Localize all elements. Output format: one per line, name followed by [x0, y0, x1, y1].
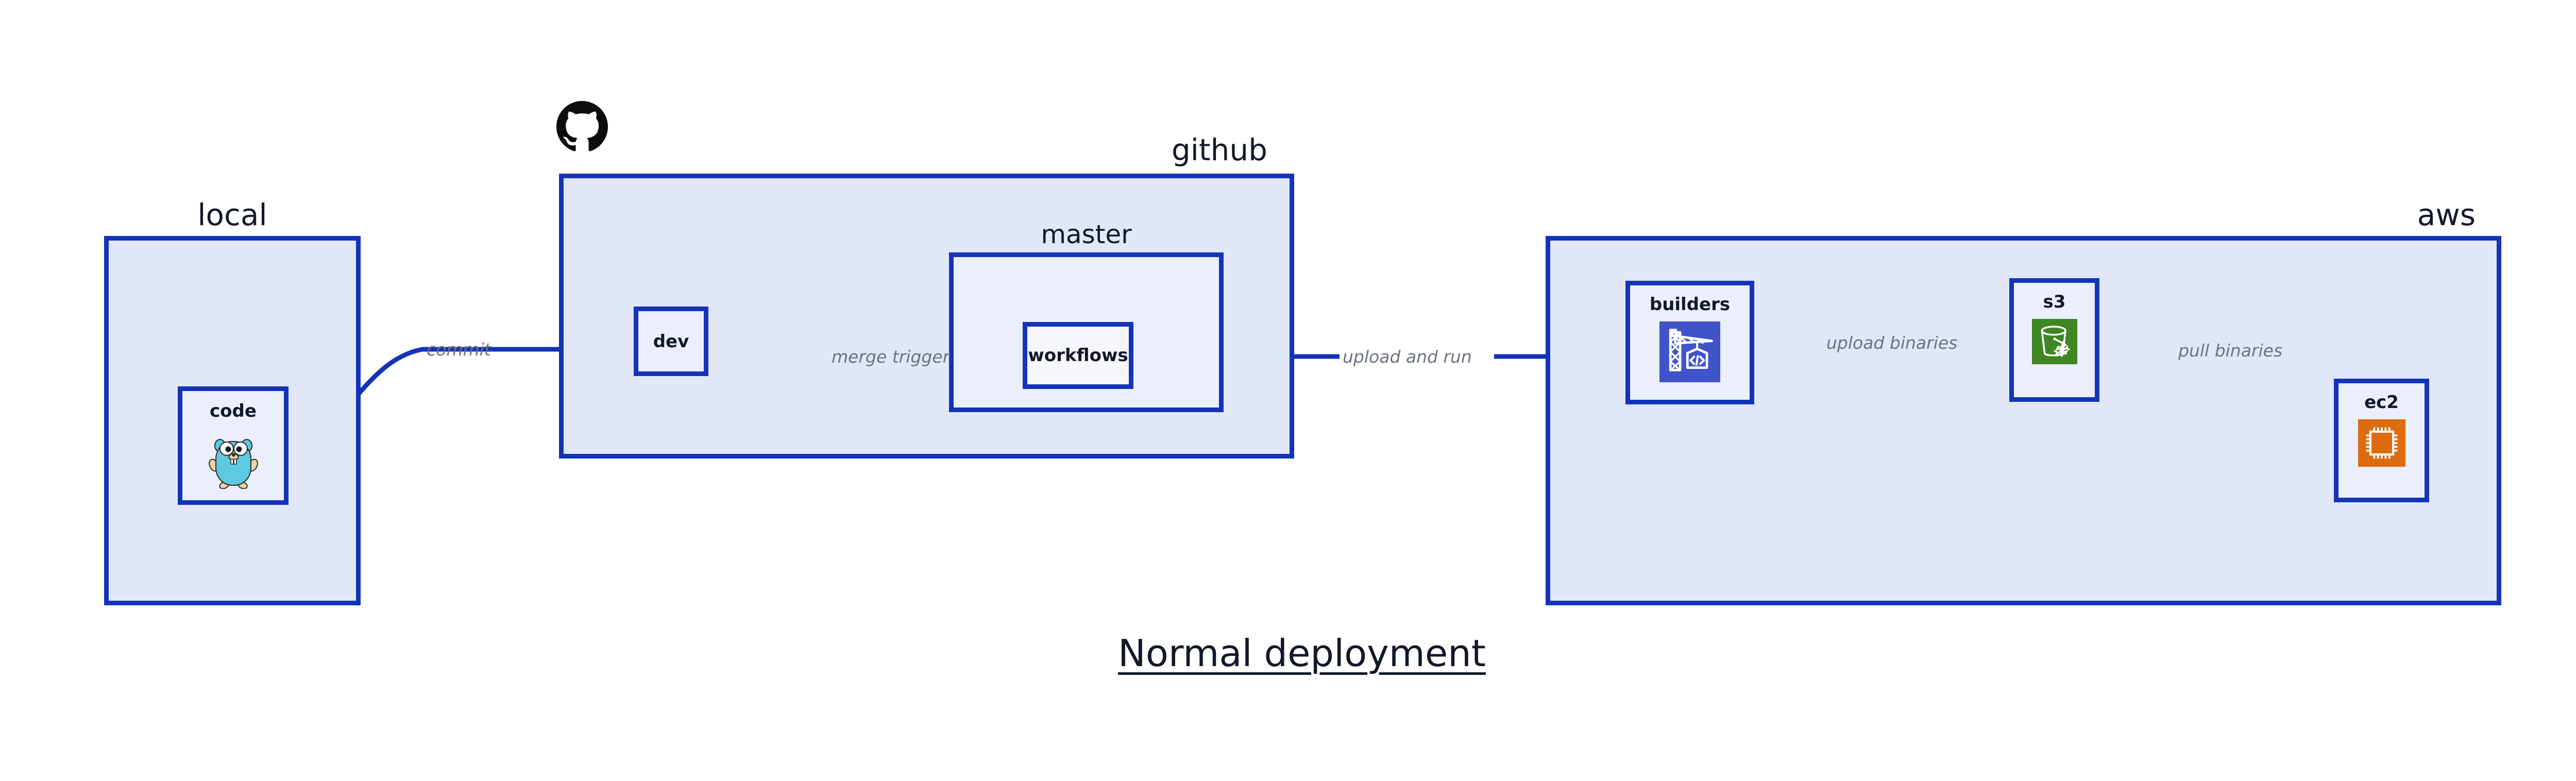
edge-label-merge-trigger: merge trigger — [832, 347, 950, 367]
node-dev[interactable]: dev — [634, 307, 708, 376]
edge-label-upload-binaries: upload binaries — [1826, 333, 1958, 353]
aws-ec2-icon — [2358, 419, 2405, 467]
edge-label-upload-and-run: upload and run — [1343, 347, 1472, 367]
aws-codebuild-icon — [1659, 321, 1720, 382]
github-octocat-icon — [556, 101, 608, 152]
aws-s3-glacier-icon — [2031, 319, 2077, 364]
group-label-local: local — [197, 197, 267, 232]
node-label-dev: dev — [653, 331, 689, 352]
subgroup-label-master: master — [1041, 219, 1132, 249]
group-label-aws: aws — [2417, 197, 2476, 232]
group-label-github: github — [1171, 132, 1267, 167]
node-workflows[interactable]: workflows — [1023, 322, 1133, 389]
diagram-title: Normal deployment — [1117, 632, 1486, 675]
node-s3[interactable]: s3 — [2009, 278, 2099, 402]
node-label-ec2: ec2 — [2364, 392, 2399, 413]
node-label-workflows: workflows — [1028, 345, 1128, 366]
node-label-builders: builders — [1649, 294, 1731, 315]
edge-label-pull-binaries: pull binaries — [2178, 341, 2283, 361]
node-label-s3: s3 — [2043, 292, 2066, 312]
edge-label-commit: commit — [427, 339, 491, 360]
node-ec2[interactable]: ec2 — [2334, 379, 2429, 502]
node-builders[interactable]: builders — [1625, 281, 1754, 404]
go-gopher-icon — [208, 431, 258, 489]
node-code[interactable]: code — [178, 386, 289, 505]
node-label-code: code — [210, 401, 257, 421]
